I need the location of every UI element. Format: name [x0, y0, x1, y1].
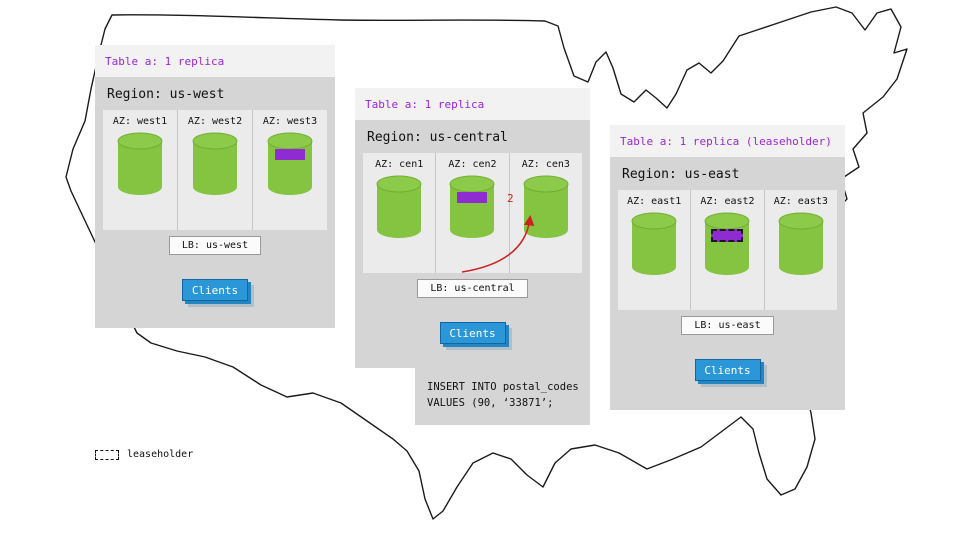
- az-label: AZ: cen3: [521, 159, 570, 170]
- region-body: Region: us-east AZ: east1 AZ: east2: [610, 157, 845, 410]
- az-column: AZ: cen3: [508, 153, 582, 273]
- load-balancer-label: LB: us-central: [417, 279, 528, 298]
- az-column: AZ: east2: [690, 190, 763, 310]
- sql-line: VALUES (90, ‘33871’;: [427, 396, 554, 409]
- az-column: AZ: east3: [763, 190, 837, 310]
- az-label: AZ: east3: [773, 196, 828, 207]
- az-row: AZ: east1 AZ: east2 AZ: east3: [618, 190, 837, 310]
- leaseholder-badge: [711, 229, 744, 242]
- az-label: AZ: cen1: [375, 159, 424, 170]
- az-column: AZ: west3: [252, 110, 327, 230]
- az-column: AZ: west1: [103, 110, 177, 230]
- sql-line: INSERT INTO postal_codes: [427, 381, 579, 393]
- region-title: Region: us-east: [622, 167, 740, 182]
- region-panel-us-central: Table a: 1 replica Region: us-central AZ…: [355, 88, 590, 368]
- az-column: AZ: west2: [177, 110, 252, 230]
- az-label: AZ: east1: [627, 196, 682, 207]
- region-title: Region: us-west: [107, 87, 225, 102]
- table-replica-label: Table a: 1 replica: [365, 97, 485, 111]
- table-replica-label: Table a: 1 replica: [105, 54, 225, 68]
- az-label: AZ: west1: [112, 116, 168, 127]
- az-label: AZ: west3: [262, 116, 318, 127]
- table-replica-header: Table a: 1 replica (leaseholder): [610, 125, 845, 157]
- az-label: AZ: west2: [187, 116, 243, 127]
- database-cylinder-icon: [191, 132, 239, 196]
- az-column: AZ: cen1: [363, 153, 435, 273]
- clients-box: Clients: [439, 322, 506, 344]
- database-cylinder-icon: [630, 212, 678, 276]
- replica-badge: [275, 149, 305, 160]
- az-row: AZ: west1 AZ: west2 AZ: west3: [103, 110, 327, 230]
- region-body: Region: us-central AZ: cen1 AZ: cen2: [355, 120, 590, 368]
- legend: leaseholder: [95, 449, 193, 460]
- az-column: AZ: cen2: [435, 153, 508, 273]
- load-balancer-label: LB: us-east: [681, 316, 774, 335]
- az-label: AZ: cen2: [448, 159, 497, 170]
- table-replica-label: Table a: 1 replica (leaseholder): [620, 134, 832, 148]
- load-balancer-label: LB: us-west: [168, 236, 262, 255]
- leaseholder-legend-swatch-icon: [95, 449, 119, 460]
- clients-box: Clients: [182, 279, 248, 301]
- clients-box: Clients: [694, 359, 761, 381]
- replica-badge: [457, 192, 488, 203]
- leaseholder-legend-label: leaseholder: [127, 449, 194, 460]
- table-replica-header: Table a: 1 replica: [95, 45, 335, 77]
- table-replica-header: Table a: 1 replica: [355, 88, 590, 120]
- region-panel-us-west: Table a: 1 replica Region: us-west AZ: w…: [95, 45, 335, 328]
- database-cylinder-icon: [522, 175, 570, 239]
- database-cylinder-icon: [266, 132, 314, 196]
- region-body: Region: us-west AZ: west1 AZ: west2: [95, 77, 335, 328]
- arrow-step-label: 2: [507, 192, 514, 205]
- sql-annotation: INSERT INTO postal_codes VALUES (90, ‘33…: [415, 368, 590, 425]
- az-column: AZ: east1: [618, 190, 690, 310]
- region-title: Region: us-central: [367, 130, 508, 145]
- database-cylinder-icon: [116, 132, 164, 196]
- database-cylinder-icon: [375, 175, 423, 239]
- database-cylinder-icon: [703, 212, 751, 276]
- az-label: AZ: east2: [700, 196, 755, 207]
- database-cylinder-icon: [777, 212, 825, 276]
- az-row: AZ: cen1 AZ: cen2 AZ: cen3: [363, 153, 582, 273]
- database-cylinder-icon: [448, 175, 496, 239]
- region-panel-us-east: Table a: 1 replica (leaseholder) Region:…: [610, 125, 845, 410]
